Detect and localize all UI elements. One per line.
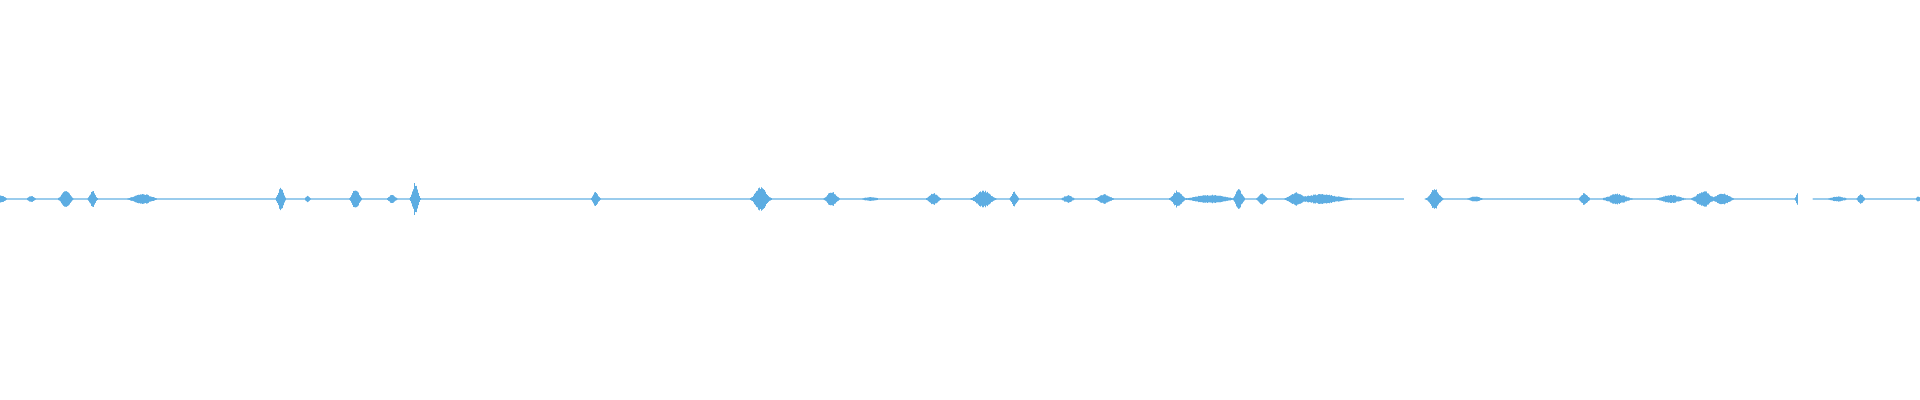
waveform-trace — [0, 183, 1920, 215]
